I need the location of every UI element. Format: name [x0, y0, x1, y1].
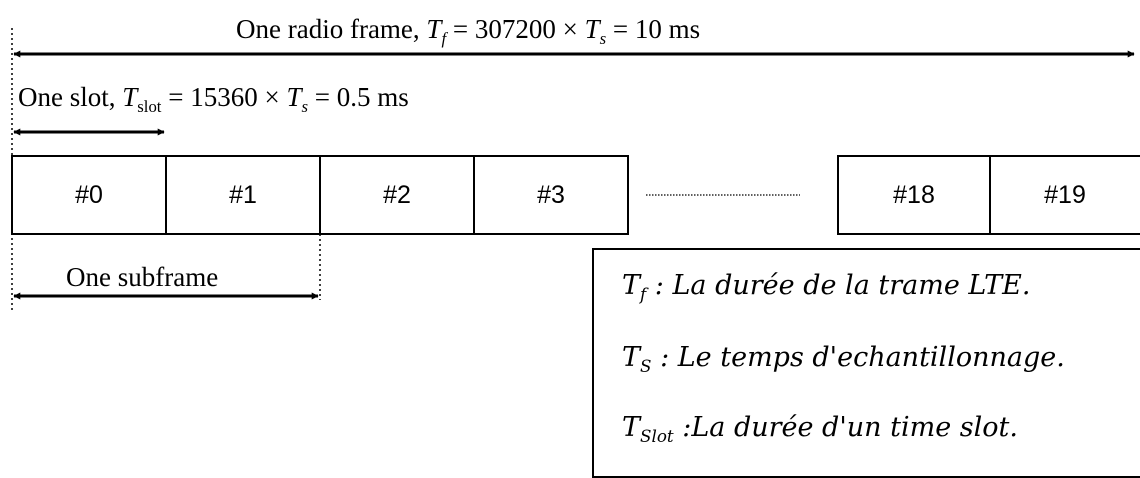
diagram-lines [11, 28, 1140, 310]
legend-item-ts: TS : Le temps d'echantillonnage. [622, 342, 1065, 376]
slot-cell-2: #2 [383, 180, 411, 209]
slot-label: One slot, Tslot = 15360 × Ts = 0.5 ms [18, 82, 409, 116]
legend-item-tslot: TSlot :La durée d'un time slot. [622, 412, 1018, 446]
radio-frame-label: One radio frame, Tf = 307200 × Ts = 10 m… [236, 14, 701, 48]
subframe-label: One subframe [66, 262, 219, 292]
slot-cell-3: #3 [537, 180, 565, 209]
slot-cell-0: #0 [75, 180, 103, 209]
slot-cell-18: #18 [893, 180, 935, 209]
lte-frame-diagram: One radio frame, Tf = 307200 × Ts = 10 m… [11, 14, 1140, 478]
slot-cell-19: #19 [1044, 180, 1086, 209]
legend-item-tf: Tf : La durée de la trame LTE. [622, 270, 1031, 304]
slot-cell-1: #1 [229, 180, 257, 209]
legend-box: Tf : La durée de la trame LTE. TS : Le t… [592, 248, 1140, 478]
